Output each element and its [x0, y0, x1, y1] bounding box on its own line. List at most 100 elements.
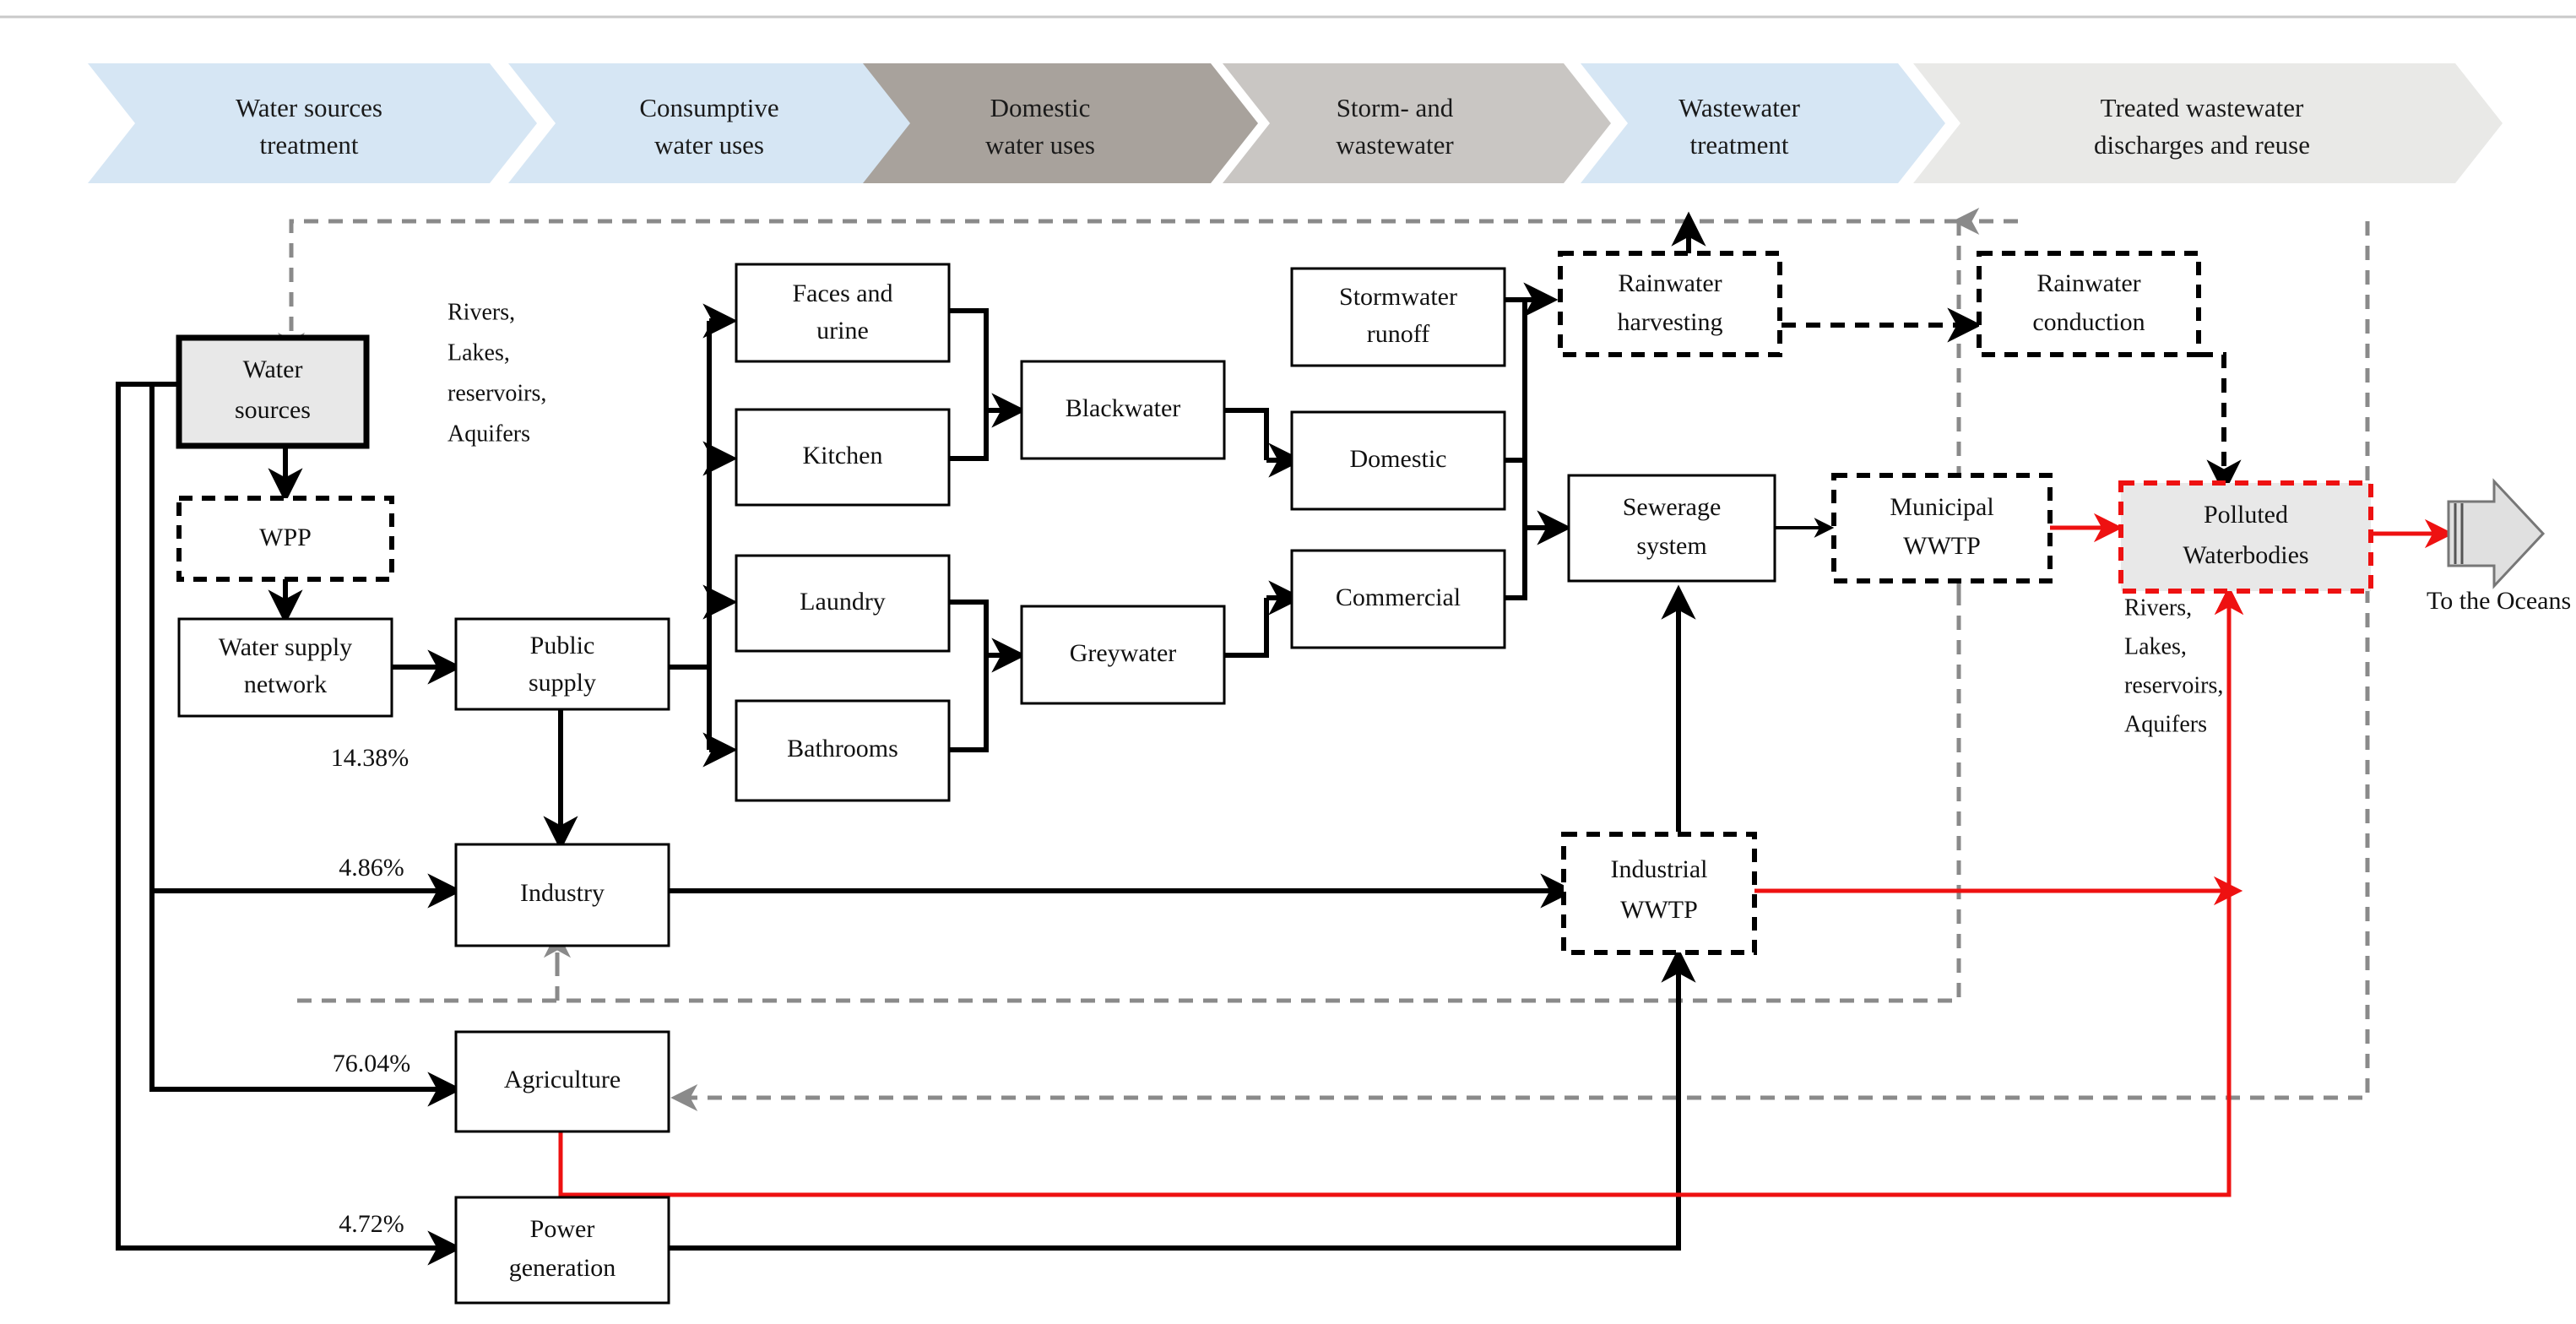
banner-step-consumptive-water-uses[interactable]: Consumptive water uses	[508, 63, 915, 183]
banner-step-label-line1: Wastewater	[1678, 93, 1800, 122]
node-label-line1: WPP	[259, 524, 312, 551]
node-label-line2: urine	[816, 317, 869, 345]
banner-step-wastewater-treatment[interactable]: Wastewater treatment	[1581, 63, 1945, 183]
flow-sources-to-agriculture	[149, 382, 463, 1107]
gray-loop-industrial-to-left	[287, 591, 1961, 1003]
node-blackwater[interactable]: Blackwater	[1020, 360, 1226, 460]
banner-step-label-line2: water uses	[654, 130, 764, 160]
node-label-line1: Agriculture	[504, 1066, 621, 1093]
node-bathrooms[interactable]: Bathrooms	[735, 699, 951, 802]
node-label-line1: Rainwater	[1618, 269, 1722, 297]
black-flow-paths	[116, 282, 1835, 1266]
node-faces-and-urine[interactable]: Faces and urine	[735, 263, 951, 363]
node-label-line1: Municipal	[1890, 493, 1993, 521]
node-polluted-waterbodies[interactable]: Polluted Waterbodies	[2118, 480, 2373, 594]
pct-water-supply-network: 14.38%	[331, 744, 409, 772]
node-label-line1: Water	[243, 355, 303, 383]
node-label-line2: sources	[235, 396, 311, 424]
node-label-line2: conduction	[2032, 308, 2145, 336]
bus-stormwater-down	[1505, 297, 1527, 528]
banner-step-domestic-water-uses[interactable]: Domestic water uses	[863, 63, 1258, 183]
node-agriculture[interactable]: Agriculture	[454, 1030, 670, 1133]
node-greywater[interactable]: Greywater	[1020, 605, 1226, 705]
banner-step-treated-wastewater-discharges-and-reuse[interactable]: Treated wastewater discharges and reuse	[1913, 63, 2503, 183]
node-label-line1: Water supply	[219, 633, 352, 661]
note-line-2: Lakes,	[2124, 633, 2187, 659]
node-label-line1: Industrial	[1611, 855, 1708, 883]
node-domestic[interactable]: Domestic	[1290, 410, 1506, 511]
bus-blackwater-out	[1224, 408, 1269, 460]
process-banner: Water sources treatment Consumptive wate…	[88, 63, 2503, 183]
pct-power-generation: 4.72%	[339, 1210, 404, 1238]
node-industry[interactable]: Industry	[454, 843, 670, 947]
node-label-line2: harvesting	[1618, 308, 1723, 336]
bus-public-supply-up	[669, 321, 712, 670]
banner-step-storm-and-wastewater[interactable]: Storm- and wastewater	[1223, 63, 1611, 183]
banner-step-label-line1: Storm- and	[1337, 93, 1454, 122]
ocean-arrow-icon	[2447, 478, 2546, 589]
banner-step-label-line1: Consumptive	[639, 93, 778, 122]
node-rainwater-conduction[interactable]: Rainwater conduction	[1977, 251, 2201, 357]
node-label-line2: generation	[509, 1254, 616, 1282]
note-line-3: reservoirs,	[2124, 672, 2223, 698]
node-label-line1: Domestic	[1350, 445, 1447, 473]
node-stormwater-runoff[interactable]: Stormwater runoff	[1290, 267, 1506, 367]
node-label-line1: Sewerage	[1623, 493, 1722, 521]
node-commercial[interactable]: Commercial	[1290, 549, 1506, 649]
node-label-line1: Faces and	[792, 279, 892, 307]
node-label-line2: Waterbodies	[2183, 541, 2308, 569]
node-label-line2: supply	[529, 669, 596, 697]
banner-step-label-line1: Domestic	[990, 93, 1091, 122]
banner-step-label-line1: Water sources	[236, 93, 382, 122]
node-label-line2: runoff	[1367, 320, 1429, 348]
flow-rainwater-conduction-to-waterbodies	[2199, 352, 2242, 495]
node-label-line2: system	[1636, 532, 1706, 560]
node-water-sources[interactable]: Water sources	[176, 334, 370, 449]
banner-step-water-sources-treatment[interactable]: Water sources treatment	[88, 63, 537, 183]
bus-public-supply-down	[669, 665, 712, 750]
black-dashed-flow-paths	[1671, 211, 2242, 495]
node-wpp[interactable]: WPP	[176, 496, 394, 582]
banner-step-label-line2: discharges and reuse	[2094, 130, 2310, 160]
node-label-line1: Stormwater	[1339, 283, 1457, 311]
bus-kitchen-to-blackwater	[949, 410, 989, 461]
node-label-line1: Greywater	[1070, 639, 1177, 667]
node-label-line2: WWTP	[1620, 896, 1698, 924]
banner-step-label-line2: treatment	[1689, 130, 1788, 160]
node-municipal-wwtp[interactable]: Municipal WWTP	[1831, 473, 2053, 583]
red-flow-paths	[558, 513, 2454, 1197]
note-line-4: Aquifers	[2124, 711, 2207, 737]
pct-industry: 4.86%	[339, 854, 404, 882]
node-kitchen[interactable]: Kitchen	[735, 408, 951, 507]
node-label-line1: Rainwater	[2036, 269, 2140, 297]
banner-step-label-line2: treatment	[259, 130, 358, 160]
note-line-2: Lakes,	[447, 339, 510, 366]
flow-agriculture-to-waterbodies	[558, 585, 2244, 1197]
flow-sources-to-power-generation	[116, 382, 463, 1266]
note-line-1: Rivers,	[447, 299, 515, 325]
node-sewerage-system[interactable]: Sewerage system	[1567, 474, 1776, 583]
node-label-line1: Bathrooms	[787, 735, 898, 762]
banner-step-label-line1: Treated wastewater	[2101, 93, 2304, 122]
node-label-line1: Polluted	[2204, 501, 2288, 529]
node-rainwater-harvesting[interactable]: Rainwater harvesting	[1558, 251, 1782, 357]
polluted-waterbodies-note: Rivers, Lakes, reservoirs, Aquifers	[2124, 594, 2223, 737]
bus-commercial-join	[1505, 528, 1527, 600]
bus-bathrooms-to-greywater	[949, 655, 989, 752]
node-label-line1: Kitchen	[803, 442, 883, 469]
node-industrial-wwtp[interactable]: Industrial WWTP	[1561, 832, 1757, 955]
water-sources-note: Rivers, Lakes, reservoirs, Aquifers	[447, 299, 546, 447]
node-laundry[interactable]: Laundry	[735, 554, 951, 653]
node-public-supply[interactable]: Public supply	[454, 617, 670, 711]
node-label-line1: Blackwater	[1066, 394, 1181, 422]
flow-power-generation-to-industrial-wwtp	[669, 947, 1696, 1251]
node-power-generation[interactable]: Power generation	[454, 1196, 670, 1305]
node-label-line2: network	[244, 670, 327, 698]
node-label-line1: Commercial	[1336, 583, 1461, 611]
banner-step-label-line2: wastewater	[1336, 130, 1454, 160]
bus-faces-to-blackwater	[949, 308, 989, 410]
node-water-supply-network[interactable]: Water supply network	[177, 617, 393, 718]
to-the-oceans-label: To the Oceans	[2427, 587, 2571, 615]
